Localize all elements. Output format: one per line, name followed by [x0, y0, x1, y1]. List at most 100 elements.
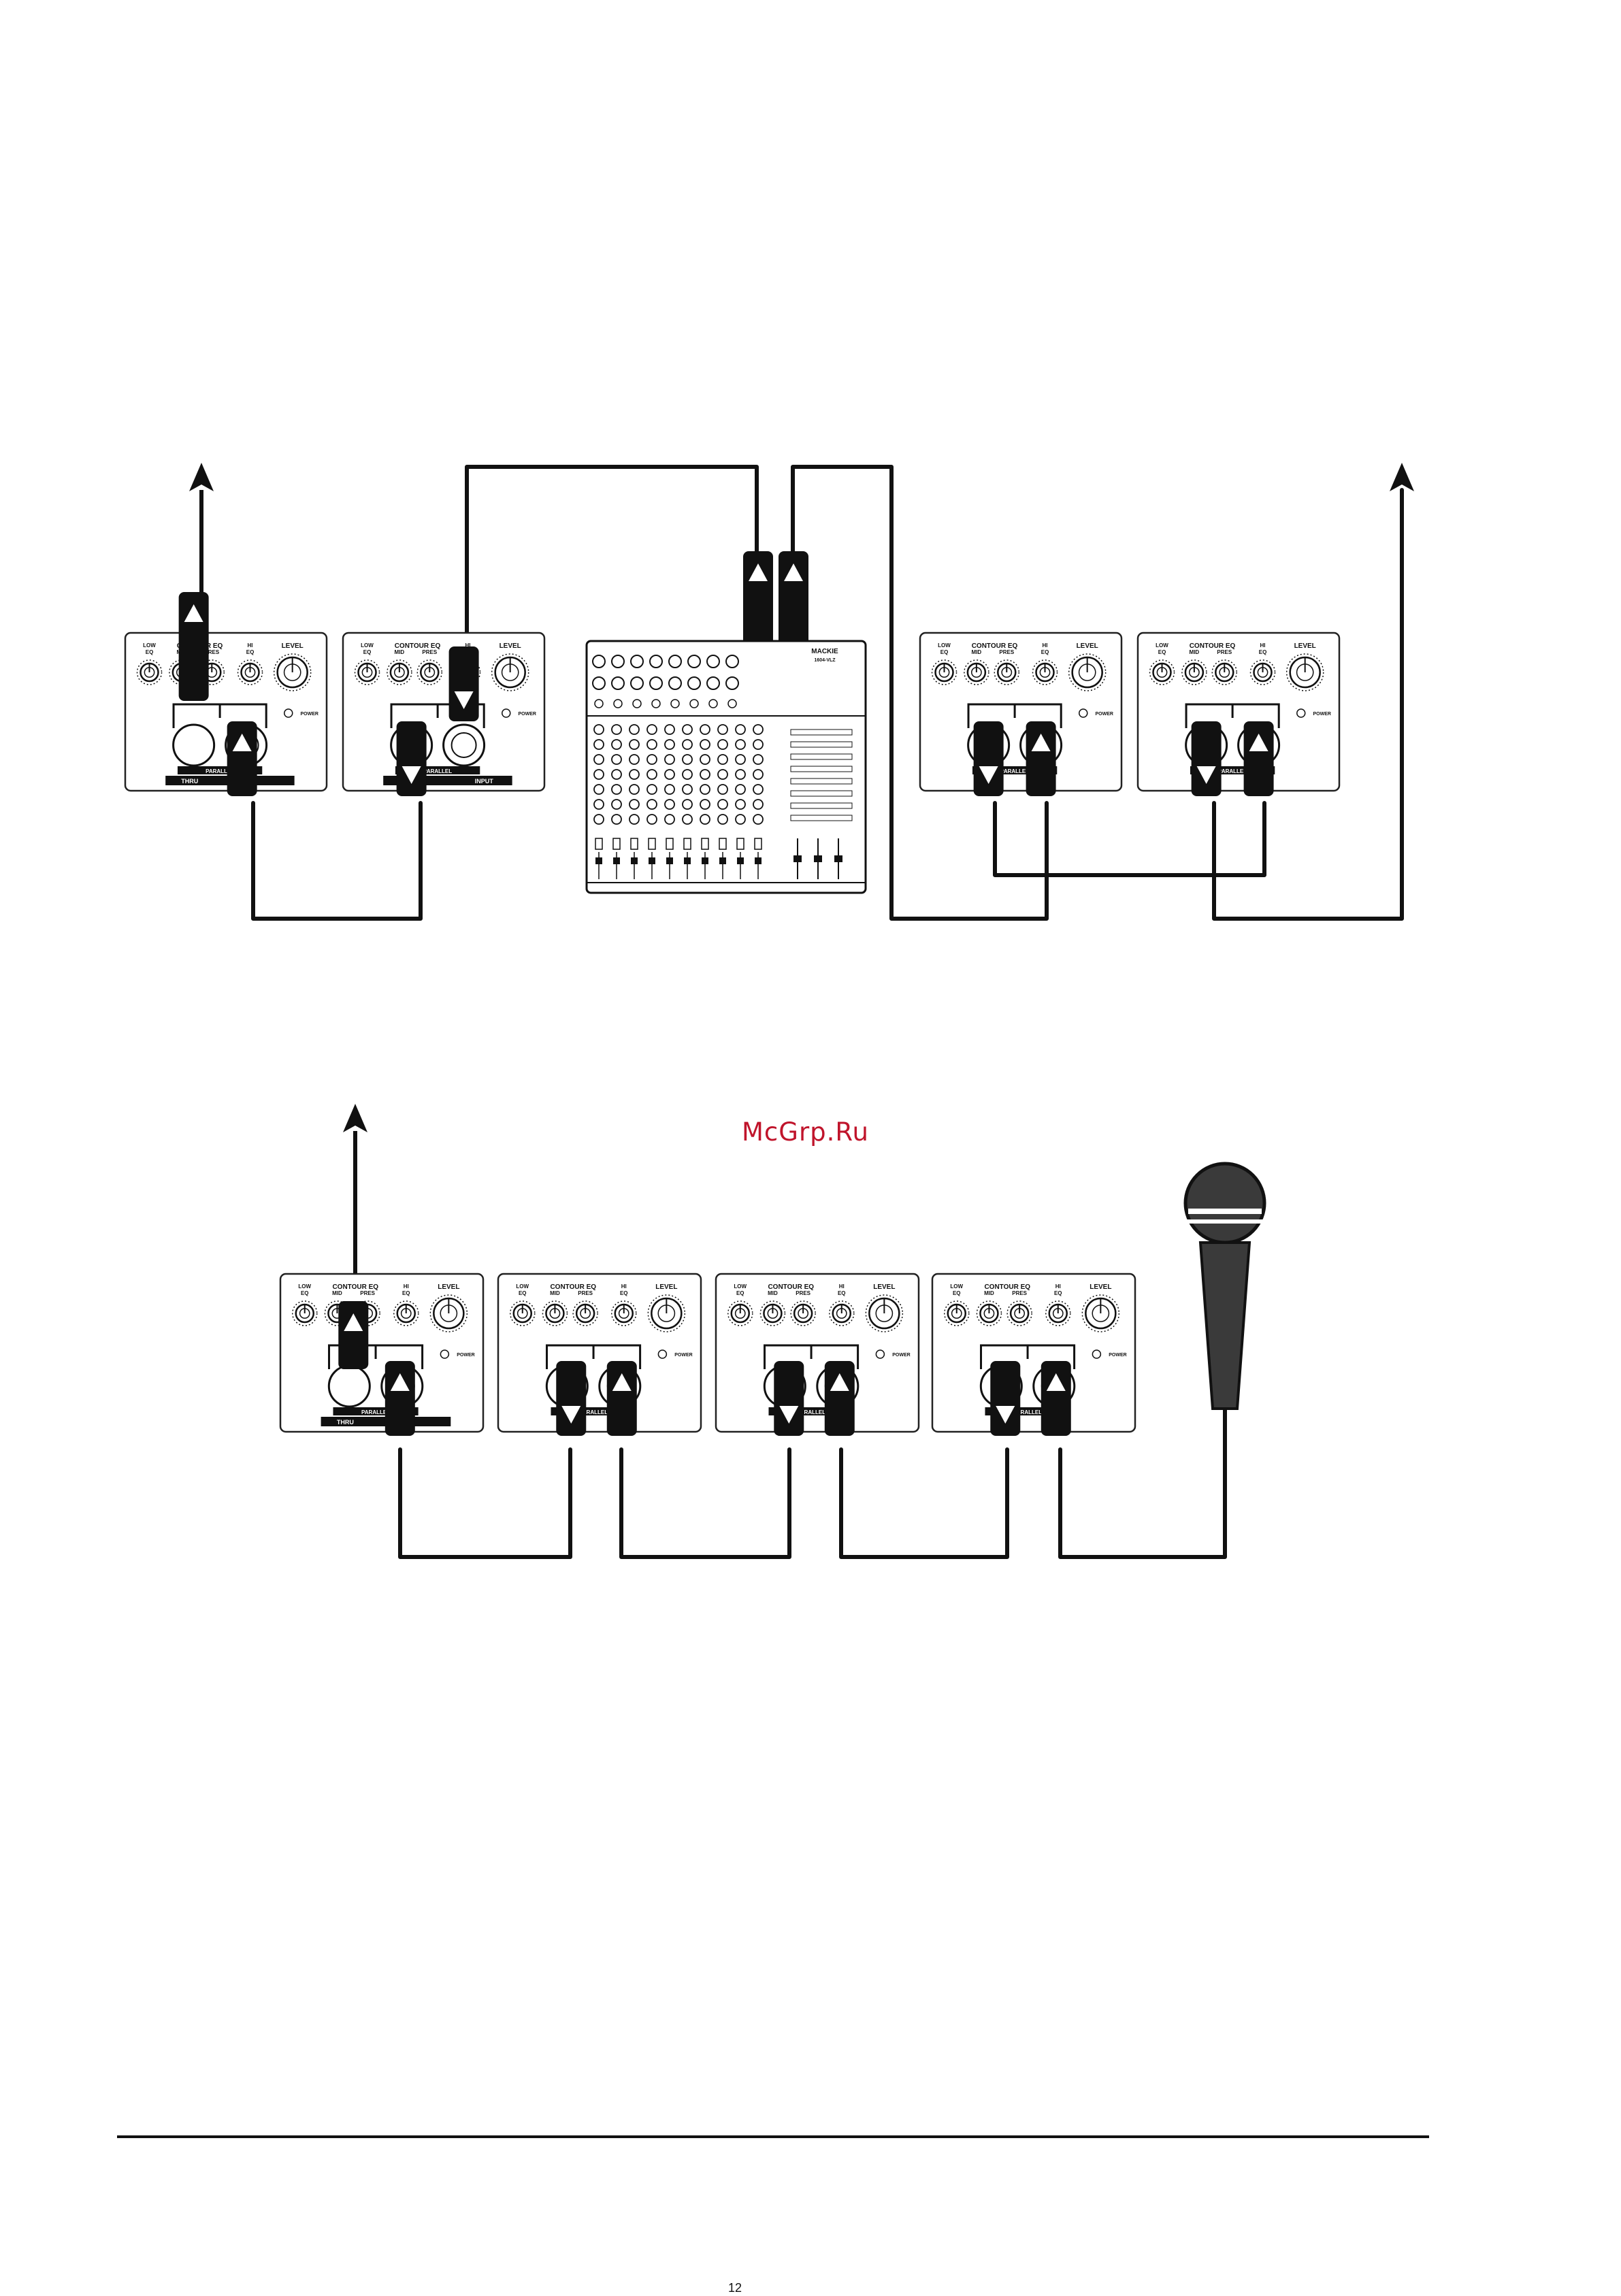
knob-label: LOW	[361, 642, 374, 649]
mixer-jack-icon	[670, 699, 680, 708]
knob-label: EQ	[363, 649, 372, 655]
knob-label: HI	[465, 642, 471, 649]
mixer-knob-icon	[629, 784, 640, 795]
knob-label: HI	[621, 1283, 627, 1290]
microphone-icon	[1183, 1162, 1266, 1410]
contour-eq-label: CONTOUR EQ	[550, 1283, 596, 1291]
connector-plug-icon	[1191, 721, 1222, 796]
input-label: INPUT	[475, 778, 494, 785]
power-led-icon	[875, 1349, 885, 1359]
mixer-knob-icon	[700, 724, 710, 735]
mixer-knob-icon	[664, 799, 675, 810]
knob-label: HI	[1055, 1283, 1061, 1290]
mixer-knob-icon	[646, 754, 657, 765]
contour-eq-label: CONTOUR EQ	[1190, 642, 1236, 650]
mixer-knob-icon	[611, 799, 622, 810]
knob-label: PRES	[1217, 649, 1232, 655]
power-label: POWER	[674, 1353, 692, 1358]
knob-label: EQ	[519, 1290, 527, 1296]
level-label: LEVEL	[282, 642, 304, 650]
power-label: POWER	[301, 712, 318, 717]
mixer-jack-icon	[632, 699, 642, 708]
mixer-knob-icon	[646, 814, 657, 825]
mixer-knob-icon	[593, 784, 604, 795]
mixer-knob-icon	[753, 784, 764, 795]
mixer-frame	[585, 640, 867, 894]
output-arrow-right	[1390, 463, 1414, 491]
contour-eq-label: CONTOUR EQ	[972, 642, 1018, 650]
level-label: LEVEL	[500, 642, 521, 650]
mixer-knob-icon	[682, 724, 693, 735]
mixer-knob-icon	[664, 769, 675, 780]
mute-button	[666, 838, 674, 850]
mixer-knob-icon	[593, 754, 604, 765]
mixer-knob-icon	[682, 799, 693, 810]
mixer-knob-icon	[593, 724, 604, 735]
mixer-knob-icon	[682, 754, 693, 765]
mixer-knob-icon	[682, 814, 693, 825]
mixer-jack-icon	[649, 676, 663, 690]
mixer-knob-icon	[646, 724, 657, 735]
power-label: POWER	[1109, 1353, 1126, 1358]
mixer-knob-icon	[629, 814, 640, 825]
knob-label: HI	[1043, 642, 1048, 649]
mixer-jack-icon	[725, 676, 739, 690]
connector-plug-icon	[743, 551, 773, 646]
cable-thru-to-input	[251, 801, 423, 921]
arrow-down-icon	[1196, 766, 1216, 784]
mixer-knob-icon	[664, 754, 675, 765]
knob-label: MID	[972, 649, 982, 655]
contour-eq-label: CONTOUR EQ	[768, 1283, 814, 1291]
level-label: LEVEL	[873, 1283, 895, 1291]
mixer-knob-icon	[593, 799, 604, 810]
mixer-knob-icon	[629, 769, 640, 780]
knob-label: EQ	[620, 1290, 628, 1296]
mixer-jack-icon	[611, 655, 625, 668]
mixer-knob-icon	[753, 754, 764, 765]
knob-label: HI	[839, 1283, 845, 1290]
meter-row	[790, 741, 853, 748]
knob-label: EQ	[953, 1290, 961, 1296]
connector-plug-icon	[990, 1361, 1021, 1436]
mixer-knob-icon	[611, 784, 622, 795]
meter-row	[790, 815, 853, 821]
fader-cap	[631, 857, 638, 864]
mixer-knob-icon	[700, 799, 710, 810]
meter-row	[790, 802, 853, 809]
cable-mixer-to-right	[791, 465, 1049, 921]
knob-label: PRES	[796, 1290, 810, 1296]
knob-label: MID	[1190, 649, 1200, 655]
mixer-knob-icon	[700, 754, 710, 765]
mixer-knob-icon	[629, 724, 640, 735]
mixer-knob-icon	[646, 739, 657, 750]
fader-cap	[814, 855, 822, 862]
knob-label: LOW	[516, 1283, 529, 1290]
meter-row	[790, 753, 853, 760]
mixer-knob-icon	[611, 754, 622, 765]
parallel-label: PARALLEL	[1013, 1409, 1042, 1415]
arrow-up-icon	[784, 563, 803, 581]
mixer-knob-icon	[664, 814, 675, 825]
mixer-jack-icon	[594, 699, 604, 708]
meter-row	[790, 790, 853, 797]
connector-plug-icon	[606, 1361, 637, 1436]
power-label: POWER	[1096, 712, 1113, 717]
connector-plug-icon	[338, 1301, 369, 1369]
power-label: POWER	[1313, 712, 1331, 717]
knob-label: EQ	[838, 1290, 846, 1296]
mixer-output-plugs	[743, 551, 808, 646]
knob-label: EQ	[940, 649, 949, 655]
contour-eq-label: CONTOUR EQ	[332, 1283, 378, 1291]
mixer-knob-icon	[717, 799, 728, 810]
mute-button	[701, 838, 709, 850]
cable-bottom-mic	[1058, 1400, 1227, 1559]
level-label: LEVEL	[1294, 642, 1316, 650]
mixer-jack-icon	[668, 676, 682, 690]
mute-button	[595, 838, 603, 850]
fader-cap	[737, 857, 744, 864]
mixer-brand: MACKIE	[811, 648, 838, 655]
parallel-label: PARALLEL	[206, 768, 234, 774]
mixer-jack-icon	[630, 676, 644, 690]
mixer-knob-icon	[700, 769, 710, 780]
mute-button	[683, 838, 691, 850]
